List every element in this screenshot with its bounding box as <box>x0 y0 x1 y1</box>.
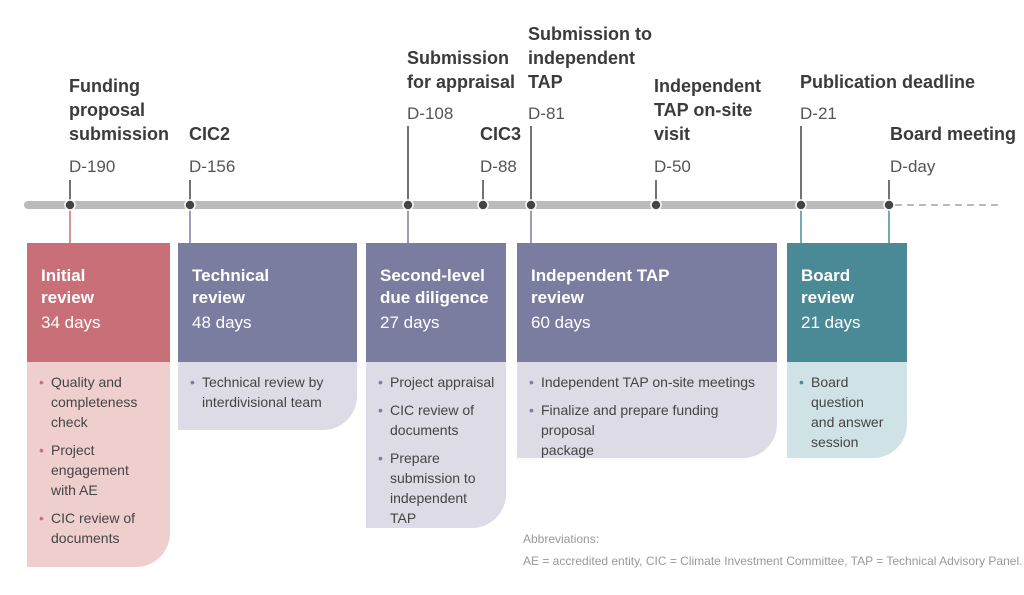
stage-header: Board review 21 days <box>787 243 907 362</box>
stage-title: Board review <box>801 266 854 307</box>
milestone-day: D-day <box>890 157 936 176</box>
list-item: CIC review of documents <box>39 508 160 548</box>
milestone-day: D-108 <box>407 104 454 123</box>
stage-duration: 21 days <box>801 313 861 332</box>
abbreviations-title: Abbreviations: <box>523 532 600 546</box>
milestone-dot <box>883 199 895 211</box>
milestone-dot <box>650 199 662 211</box>
milestone-label: Submission to independent TAP <box>528 24 653 92</box>
milestone-dot <box>795 199 807 211</box>
milestone-dot <box>477 199 489 211</box>
stage-details: Quality and completeness check Project e… <box>27 362 170 567</box>
abbreviations-text: AE = accredited entity, CIC = Climate In… <box>523 554 1023 568</box>
milestone-day: D-50 <box>654 157 691 176</box>
list-item: Board question and answer session <box>799 372 897 452</box>
stage-details: Independent TAP on-site meetings Finaliz… <box>517 362 777 458</box>
milestone-label: CIC2 <box>189 124 231 144</box>
stage-duration: 34 days <box>41 313 101 332</box>
list-item: Technical review by interdivisional team <box>190 372 347 412</box>
milestone-dot <box>184 199 196 211</box>
milestone-day: D-88 <box>480 157 517 176</box>
stage-header: Independent TAP review 60 days <box>517 243 777 362</box>
milestone-day: D-81 <box>528 104 565 123</box>
stage-title: Technical review <box>192 266 270 307</box>
stage-details: Board question and answer session <box>787 362 907 458</box>
milestone-label: Independent TAP on-site visit <box>654 76 761 144</box>
stage-header: Technical review 48 days <box>178 243 357 362</box>
milestone-label: Submission for appraisal <box>407 48 516 92</box>
list-item: Quality and completeness check <box>39 372 160 432</box>
stage-title: Initial review <box>41 266 94 307</box>
list-item: Independent TAP on-site meetings <box>529 372 767 392</box>
stage-duration: 48 days <box>192 313 252 332</box>
list-item: Finalize and prepare funding proposal pa… <box>529 400 767 460</box>
list-item: Prepare submission to independent TAP <box>378 448 496 528</box>
stage-title: Independent TAP review <box>531 266 670 307</box>
milestone-label: Board meeting <box>890 124 1017 144</box>
list-item: Project engagement with AE <box>39 440 160 500</box>
stage-duration: 60 days <box>531 313 591 332</box>
milestone-label: CIC3 <box>480 124 522 144</box>
milestone-dot <box>525 199 537 211</box>
stage-header: Second-level due diligence 27 days <box>366 243 506 362</box>
milestone-dot <box>402 199 414 211</box>
milestone-day: D-156 <box>189 157 236 176</box>
milestone-dot <box>64 199 76 211</box>
stage-header: Initial review 34 days <box>27 243 170 362</box>
list-item: CIC review of documents <box>378 400 496 440</box>
stage-title: Second-level due diligence <box>380 266 489 307</box>
milestone-label: Publication deadline <box>800 72 976 92</box>
stage-duration: 27 days <box>380 313 440 332</box>
list-item: Project appraisal <box>378 372 496 392</box>
milestone-day: D-190 <box>69 157 116 176</box>
stage-details: Technical review by interdivisional team <box>178 362 357 430</box>
milestone-day: D-21 <box>800 104 837 123</box>
stage-details: Project appraisal CIC review of document… <box>366 362 506 528</box>
milestone-label: Funding proposal submission <box>69 76 170 144</box>
